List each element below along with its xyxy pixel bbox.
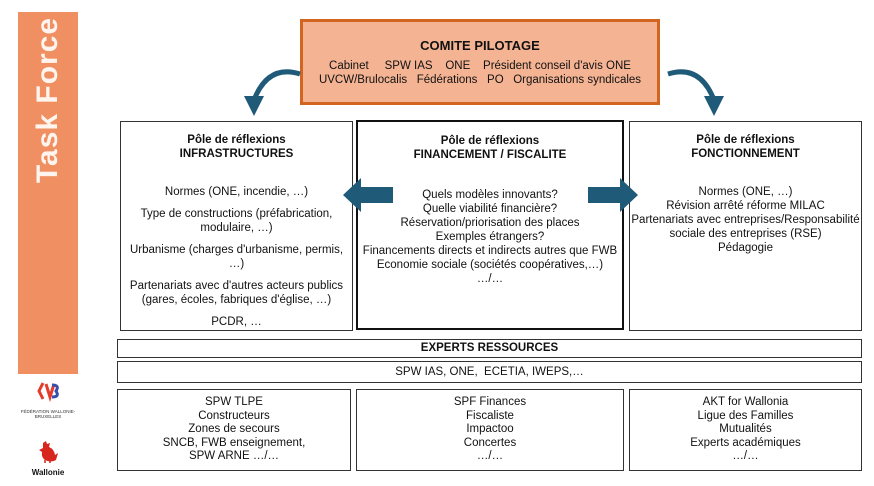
list-item: Experts académiques [690,436,801,449]
list-item: SPW TLPE [205,396,263,408]
fwb-logo-icon [37,382,59,403]
list-item: Financements directs et indirects autres… [362,245,618,257]
list-item: Urbanisme (charges d'urbanisme, permis, … [129,244,344,270]
list-item: Normes (ONE, …) [698,186,793,198]
resources-infrastructures-items: SPW TLPE Constructeurs Zones de secours … [118,396,350,464]
list-item: …/… [476,273,504,285]
experts-list: SPW IAS, ONE, ECETIA, IWEPS,… [395,366,584,378]
list-item: Mutualités [719,423,772,435]
list-item: AKT for Wallonia [702,396,789,408]
experts-list-bar: SPW IAS, ONE, ECETIA, IWEPS,… [117,361,862,383]
arrow-right-icon [588,178,638,212]
pole-infrastructures: Pôle de réflexions INFRASTRUCTURES Norme… [120,121,353,331]
list-item: PCDR, … [211,316,262,328]
list-item: Quels modèles innovants? [422,189,558,201]
list-item: Partenariats avec d'autres acteurs publi… [129,280,344,306]
list-item: SPF Finances [453,396,527,408]
list-item: Partenariats avec entreprises/Responsabi… [631,214,860,240]
experts-ressources-bar: EXPERTS RESSOURCES [117,339,862,358]
list-item: Pédagogie [718,242,773,254]
wallonie-label: Wallonie [31,468,65,477]
pole-infrastructures-items: Normes (ONE, incendie, …) Type de constr… [121,185,352,329]
list-item: Normes (ONE, incendie, …) [164,186,309,198]
task-force-title: Task Force [31,16,64,184]
pole-name: INFRASTRUCTURES [179,148,294,160]
pole-financement-heading: Pôle de réflexions FINANCEMENT / FISCALI… [358,134,622,162]
list-item: Type de constructions (préfabrication, m… [140,208,333,234]
list-item: …/… [732,450,759,462]
pole-financement-items: Quels modèles innovants? Quelle viabilit… [358,188,622,286]
list-item: Révision arrêté réforme MILAC [666,200,825,212]
pilotage-members-line-2: UVCW/Brulocalis Fédérations PO Organisat… [318,74,642,86]
pole-financement: Pôle de réflexions FINANCEMENT / FISCALI… [356,120,624,330]
list-item: SPW ARNE …/… [188,450,280,462]
list-item: Fiscaliste [466,409,514,422]
list-item: Impactoo [466,423,514,435]
pole-fonctionnement-heading: Pôle de réflexions FONCTIONNEMENT [630,133,861,161]
list-item: Réservation/priorisation des places [400,217,580,229]
pole-label: Pôle de réflexions [440,135,540,147]
resources-financement-items: SPF Finances Fiscaliste Impactoo Concert… [357,396,623,464]
list-item: Constructeurs [198,409,270,422]
pole-name: FINANCEMENT / FISCALITE [413,149,567,161]
resources-fonctionnement: AKT for Wallonia Ligue des Familles Mutu… [629,389,862,471]
pole-fonctionnement: Pôle de réflexions FONCTIONNEMENT Normes… [629,121,862,331]
fwb-label: FÉDÉRATION WALLONIE-BRUXELLES [20,409,76,419]
resources-financement: SPF Finances Fiscaliste Impactoo Concert… [356,389,624,471]
sidebar: Task Force FÉDÉRATION WALLONIE-BRUXELLES… [18,12,78,486]
list-item: Exemples étrangers? [435,231,545,243]
resources-fonctionnement-items: AKT for Wallonia Ligue des Familles Mutu… [630,396,861,464]
resources-infrastructures: SPW TLPE Constructeurs Zones de secours … [117,389,351,471]
logo-area: FÉDÉRATION WALLONIE-BRUXELLES Wallonie [18,374,78,486]
list-item: Concertes [463,436,517,449]
pilotage-members-line-1: Cabinet SPW IAS ONE Président conseil d'… [329,60,631,72]
list-item: Economie sociale (sociétés coopératives,… [376,259,604,271]
pole-label: Pôle de réflexions [696,134,795,146]
experts-ressources-title: EXPERTS RESSOURCES [420,342,559,354]
pole-label: Pôle de réflexions [187,134,286,146]
curved-arrow-right-icon [667,69,724,116]
comite-pilotage-box: COMITE PILOTAGE Cabinet SPW IAS ONE Prés… [300,19,660,105]
list-item: Zones de secours [188,423,280,435]
list-item: Quelle viabilité financière? [422,203,558,215]
pole-infrastructures-heading: Pôle de réflexions INFRASTRUCTURES [121,133,352,161]
pole-fonctionnement-items: Normes (ONE, …) Révision arrêté réforme … [630,185,861,255]
comite-pilotage-title: COMITE PILOTAGE [420,38,540,53]
wallonie-rooster-icon [39,441,58,463]
list-item: SNCB, FWB enseignement, [162,436,306,449]
sidebar-title: Task Force [18,12,78,184]
list-item: Ligue des Familles [697,409,794,422]
list-item: …/… [476,450,504,462]
curved-arrow-left-icon [244,69,301,116]
arrow-left-icon [343,178,393,212]
pole-name: FONCTIONNEMENT [691,148,800,160]
